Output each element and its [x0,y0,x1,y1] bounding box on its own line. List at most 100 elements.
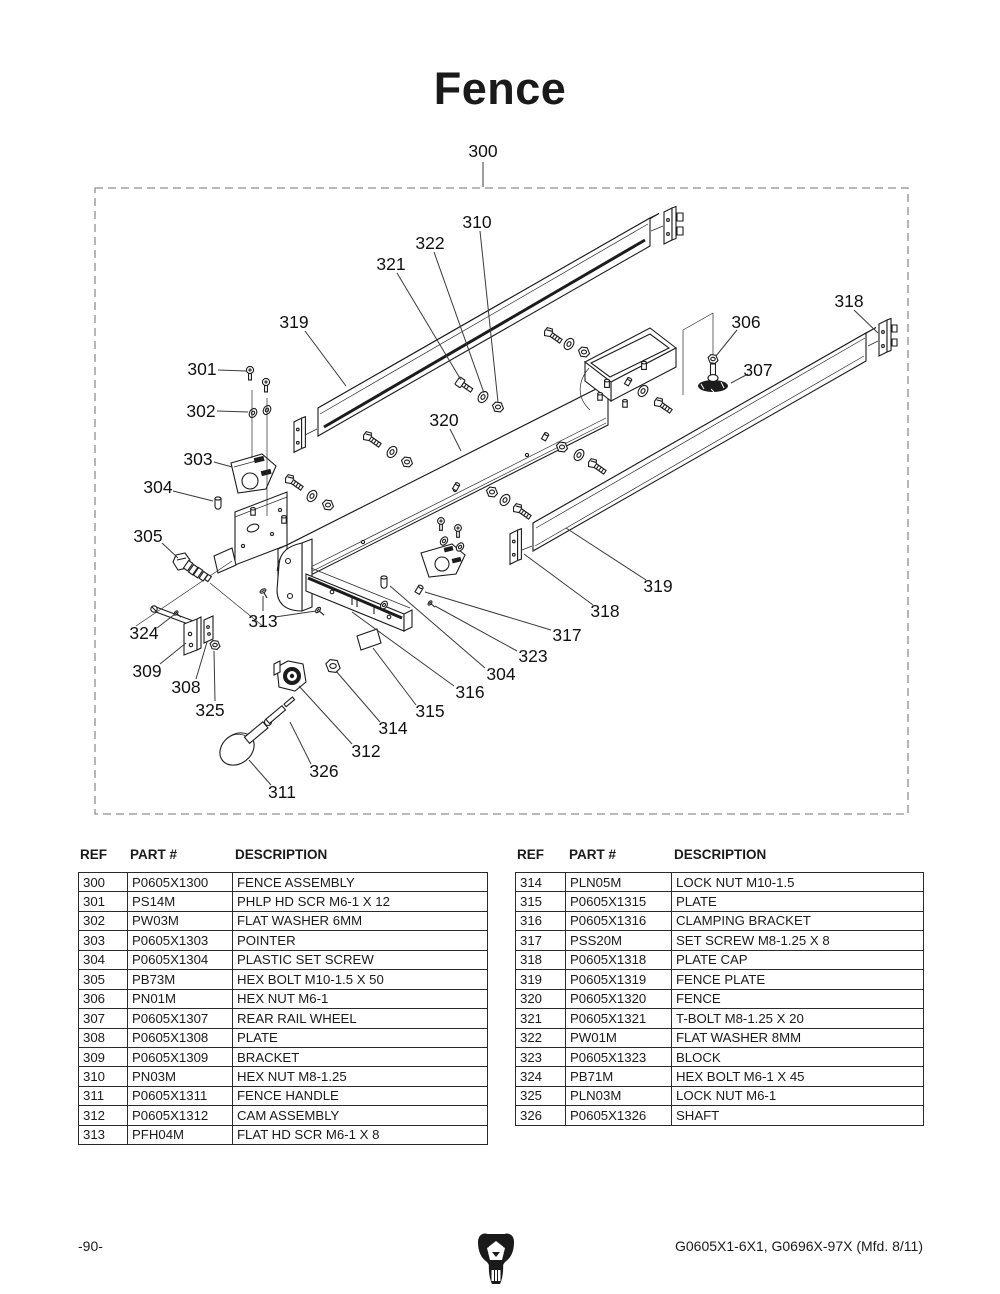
callout-leader-304 [173,491,213,501]
assembly-boundary [95,188,908,814]
callout-leader-325 [214,651,215,701]
callout-316: 316 [455,682,484,702]
bear-logo [478,1233,514,1284]
callout-leader-320 [450,429,461,451]
bracket-group [151,606,221,655]
plate-cap-icon [663,205,677,245]
hex-bolt-305 [173,553,211,582]
callout-302: 302 [186,401,215,421]
callout-leader-307 [731,374,748,383]
callout-304: 304 [143,477,172,497]
callout-318: 318 [590,601,619,621]
callout-308: 308 [171,677,200,697]
plate-315 [357,629,381,650]
callout-leader-318 [524,554,593,605]
pointer-right [421,544,465,577]
rear-rail-wheel [698,354,728,392]
callout-303: 303 [183,449,212,469]
callout-305: 305 [133,526,162,546]
callout-306: 306 [731,312,760,332]
callout-leader-326 [290,722,311,764]
callout-leader-313 [275,611,316,617]
left-header-desc: DESCRIPTION [235,847,328,862]
page-title: Fence [433,63,567,114]
page-number: -90- [78,1238,103,1254]
callout-leader-305 [162,543,178,558]
callout-325: 325 [195,700,224,720]
callout-304: 304 [486,664,515,684]
fence-plate-top [293,205,683,453]
hardware [214,325,675,619]
right-header-desc: DESCRIPTION [674,847,767,862]
callout-301: 301 [187,359,216,379]
pointer-left [231,454,276,493]
fence-beam [278,313,713,591]
callout-leader-303 [214,462,232,467]
plate-cap-icon [509,528,522,565]
callout-leader-301 [218,370,246,371]
callout-318: 318 [834,291,863,311]
callout-313: 313 [248,611,277,631]
callout-312: 312 [351,741,380,761]
callout-309: 309 [132,661,161,681]
callout-310: 310 [462,212,491,232]
plate-315 [214,548,236,573]
callout-315: 315 [415,701,444,721]
callout-leader-321 [397,273,461,380]
callout-labels: 3003103223213193013023033043053203063073… [129,141,878,802]
lock-nut-icon [209,640,221,650]
callout-leader-318 [854,310,878,333]
callout-leader-324 [157,614,175,628]
lock-nut-icon [325,658,341,674]
callout-leader-317 [425,592,551,630]
callout-319: 319 [643,576,672,596]
callout-322: 322 [415,233,444,253]
callout-leader-309 [160,643,186,664]
callout-319: 319 [279,312,308,332]
callout-leader-314 [336,671,380,722]
callout-leader-306 [716,330,737,356]
plate-cap-icon [293,416,306,453]
callout-leader-319 [305,331,346,386]
fence-plate-right [509,317,897,565]
callout-leader-302 [217,411,248,412]
callout-307: 307 [743,360,772,380]
left-header-ref: REF [80,847,107,862]
carriage-assembly [136,492,412,650]
callout-311: 311 [268,782,296,802]
left-header-part: PART # [130,847,178,862]
callout-leader-316 [352,612,454,686]
callout-300: 300 [468,141,497,161]
callout-leader-312 [299,686,352,744]
callout-leader-322 [434,252,484,393]
callout-leader-304 [390,586,485,668]
callout-leader-319 [566,528,646,580]
right-header-ref: REF [517,847,544,862]
callout-leader-311 [249,760,271,785]
